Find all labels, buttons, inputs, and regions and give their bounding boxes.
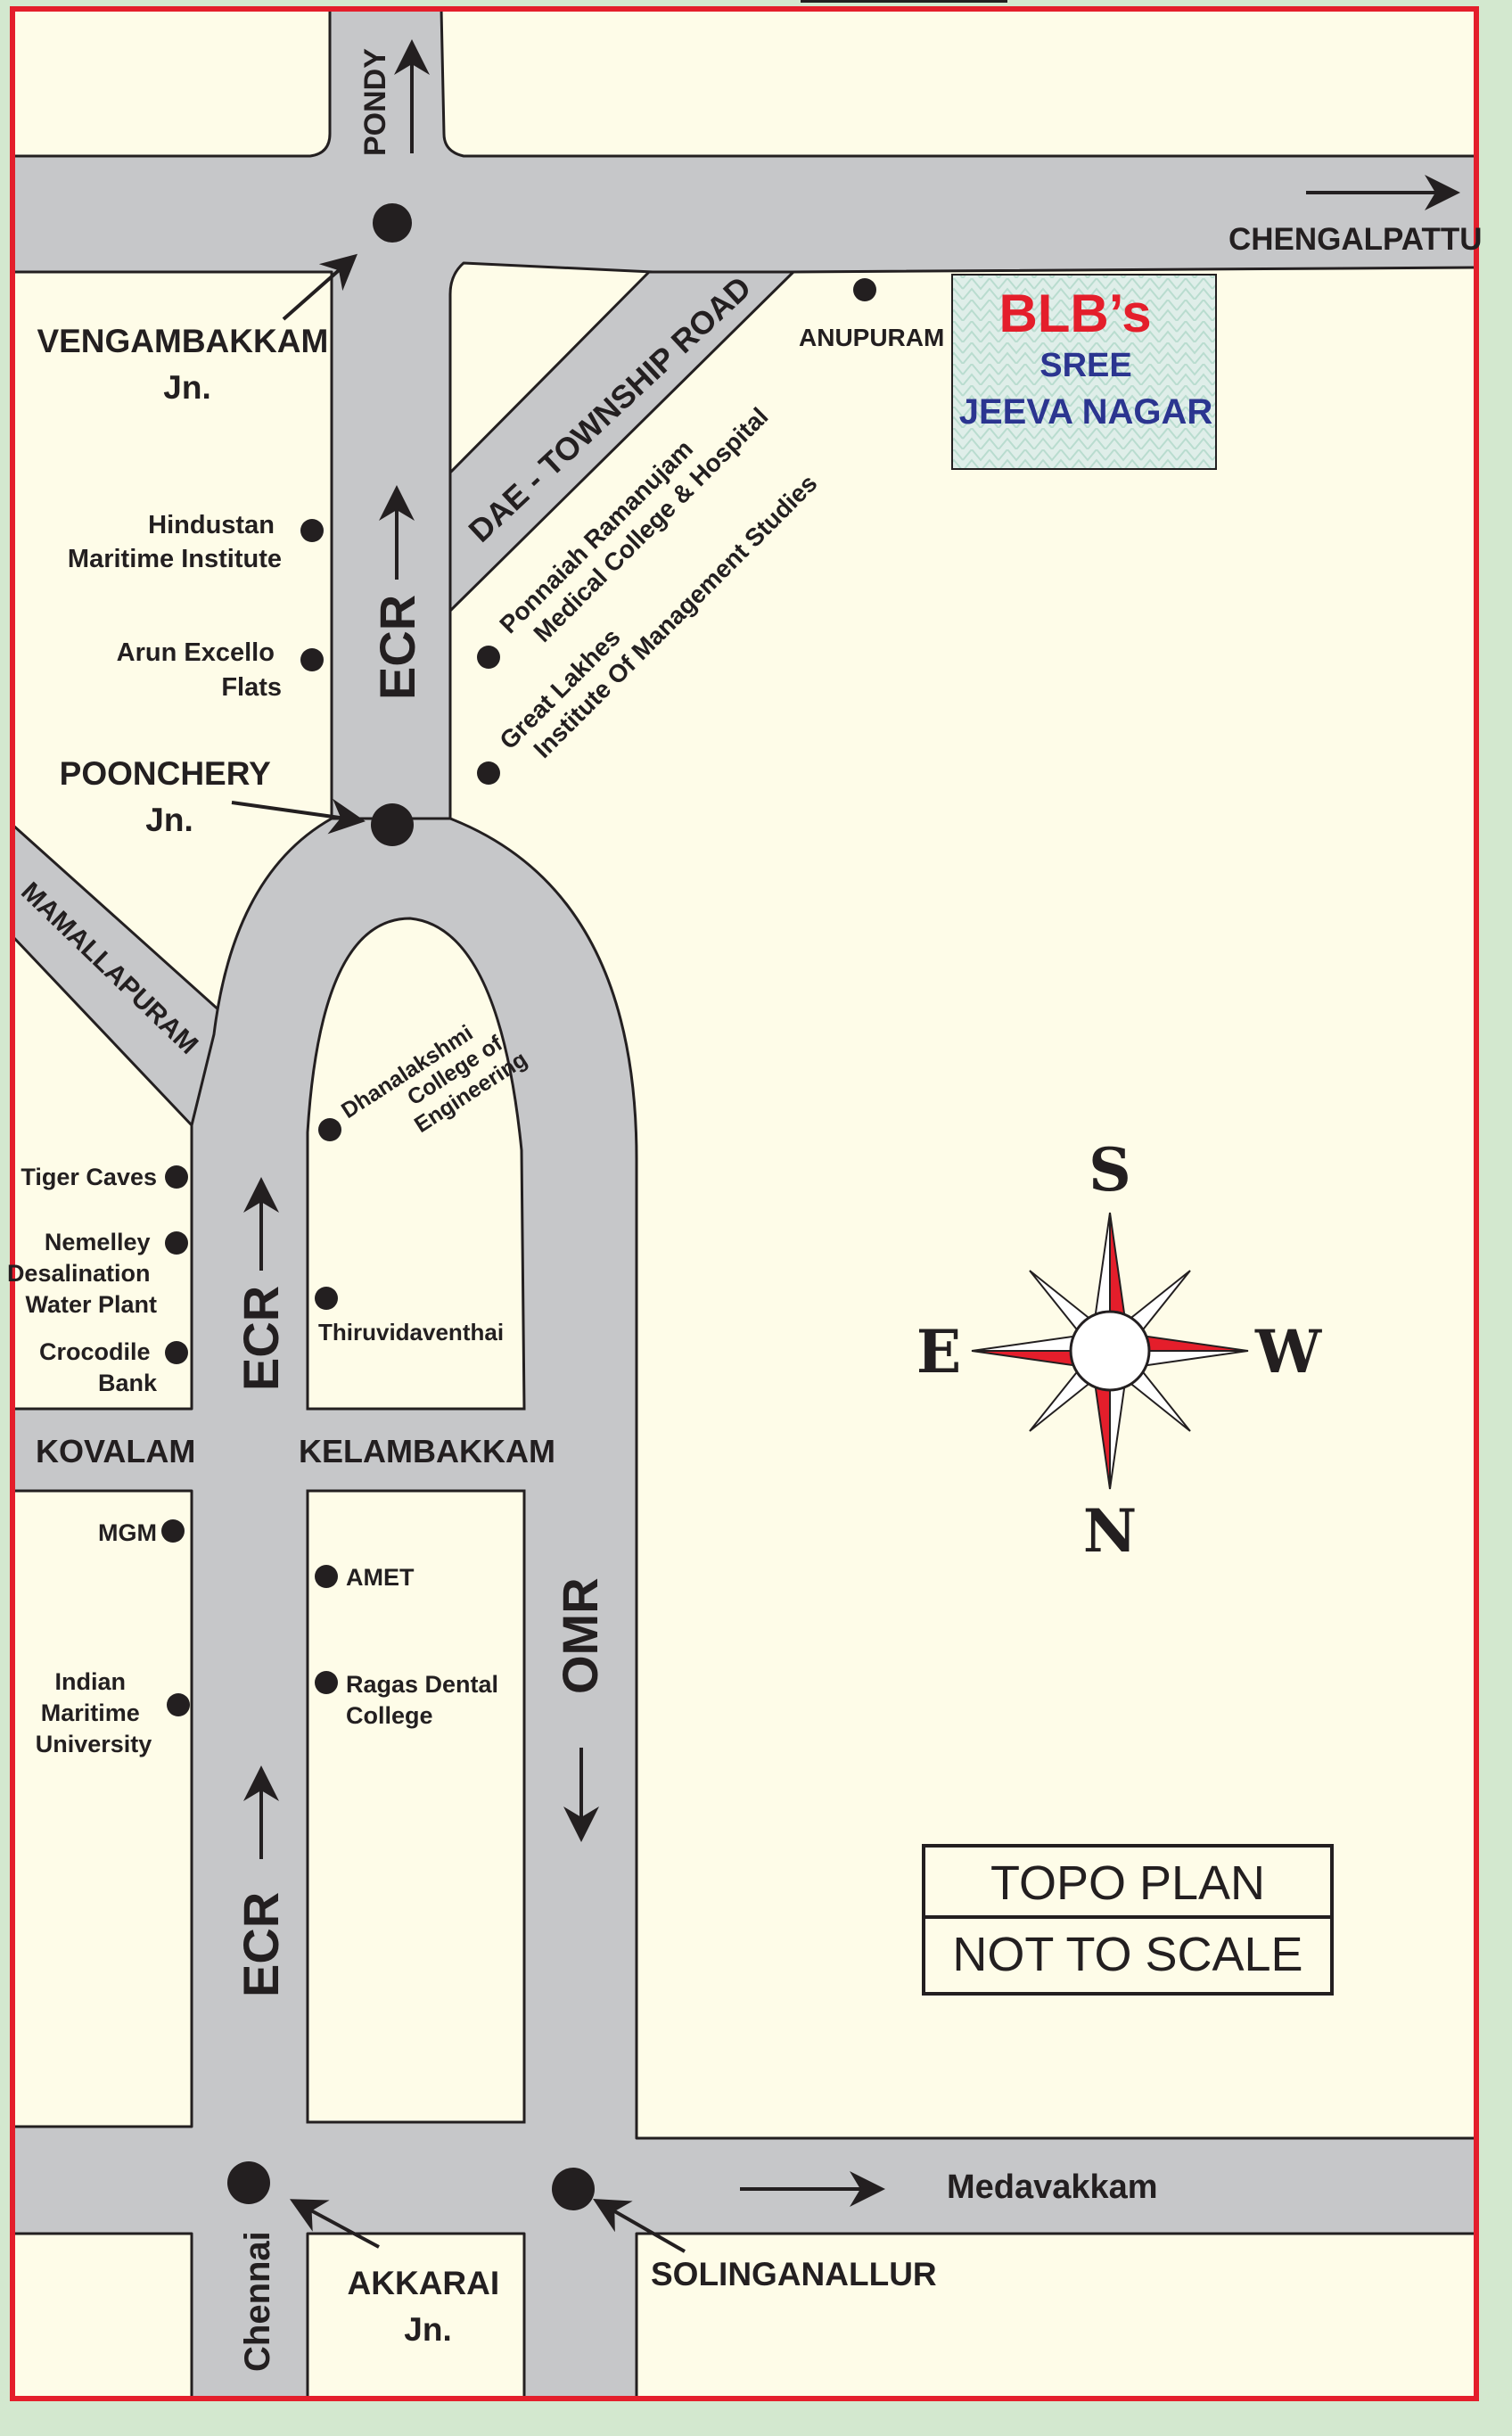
label-pondy: PONDY bbox=[358, 48, 392, 156]
border-frame bbox=[10, 6, 1479, 2401]
dot-nemelley bbox=[165, 1231, 188, 1255]
label-kelambakkam: KELAMBAKKAM bbox=[299, 1433, 555, 1469]
dot-ponnaiah bbox=[477, 646, 500, 669]
label-ecr-upper: ECR bbox=[369, 595, 425, 700]
brand-logo: BLB’s SREE JEEVA NAGAR bbox=[951, 274, 1217, 470]
topo-plan-box: TOPO PLAN NOT TO SCALE bbox=[922, 1844, 1334, 1996]
label-ragas: Ragas Dental College bbox=[346, 1671, 505, 1729]
arrow-solinganallur bbox=[593, 2199, 686, 2253]
label-nemelley: Nemelley Desalination Water Plant bbox=[7, 1229, 157, 1318]
label-chennai: Chennai bbox=[238, 2231, 277, 2372]
land-islands bbox=[306, 917, 526, 2124]
compass-center bbox=[1069, 1310, 1151, 1392]
label-hindustan: Hindustan Maritime Institute bbox=[68, 511, 282, 573]
road-dae-township bbox=[448, 270, 795, 613]
label-thiruvidaventhai: Thiruvidaventhai bbox=[318, 1319, 504, 1346]
dot-hindustan bbox=[300, 519, 324, 542]
label-medavakkam: Medavakkam bbox=[947, 2169, 1158, 2206]
dot-tiger-caves bbox=[165, 1165, 188, 1189]
dot-dhanalakshmi bbox=[318, 1118, 341, 1141]
compass-rose: S N E W bbox=[916, 1135, 1322, 1566]
dot-mgm bbox=[161, 1519, 185, 1543]
label-tiger-caves: Tiger Caves bbox=[21, 1164, 157, 1190]
label-omr: OMR bbox=[552, 1577, 608, 1694]
brand-line3: JEEVA NAGAR bbox=[959, 392, 1213, 432]
label-arun-excello: Arun Excello Flats bbox=[117, 638, 282, 702]
dot-akkarai bbox=[227, 2161, 270, 2204]
dot-great-lakhes bbox=[477, 761, 500, 785]
brand-logo-box bbox=[951, 274, 1217, 470]
arrow-akkarai bbox=[289, 2199, 380, 2249]
dot-crocodile bbox=[165, 1341, 188, 1364]
label-anupuram: ANUPURAM bbox=[799, 324, 944, 351]
topo-line1: TOPO PLAN bbox=[990, 1856, 1265, 1910]
arrow-poonchery bbox=[231, 798, 366, 835]
brand-line2: SREE bbox=[1040, 347, 1131, 384]
label-vengambakkam: VENGAMBAKKAM Jn. bbox=[37, 323, 337, 406]
island-kelambakkam bbox=[306, 1489, 526, 2124]
dot-thiruvidaventhai bbox=[315, 1287, 338, 1310]
topo-line2: NOT TO SCALE bbox=[952, 1928, 1302, 1981]
label-imu: Indian Maritime University bbox=[36, 1668, 152, 1757]
brand-line1: BLB’s bbox=[998, 284, 1151, 343]
dot-arun-excello bbox=[300, 648, 324, 671]
island-thiruvidaventhai bbox=[306, 917, 526, 1411]
compass-right: W bbox=[1254, 1317, 1322, 1387]
dot-amet bbox=[315, 1565, 338, 1588]
dot-ragas bbox=[315, 1671, 338, 1694]
label-crocodile: Crocodile Bank bbox=[39, 1338, 158, 1396]
dot-vengambakkam bbox=[373, 203, 412, 243]
label-amet: AMET bbox=[346, 1564, 415, 1591]
dot-poonchery bbox=[371, 803, 414, 846]
label-poonchery: POONCHERY Jn. bbox=[60, 755, 280, 838]
label-chengalpattu: CHENGALPATTU bbox=[1228, 222, 1483, 257]
label-ecr-lower: ECR bbox=[233, 1892, 289, 1997]
compass-top: S bbox=[1089, 1135, 1131, 1205]
label-ecr-middle: ECR bbox=[233, 1286, 289, 1391]
dot-solinganallur bbox=[552, 2168, 595, 2210]
label-akkarai: AKKARAI Jn. bbox=[348, 2265, 509, 2348]
label-kovalam: KOVALAM bbox=[36, 1433, 195, 1469]
compass-left: E bbox=[916, 1317, 961, 1387]
compass-bottom: N bbox=[1083, 1496, 1137, 1566]
dot-imu bbox=[167, 1693, 190, 1716]
dot-anupuram bbox=[853, 278, 876, 301]
label-mgm: MGM bbox=[98, 1519, 157, 1546]
label-solinganallur: SOLINGANALLUR bbox=[651, 2256, 937, 2292]
direction-arrows bbox=[231, 39, 1460, 2253]
junction-dots bbox=[227, 203, 595, 2210]
place-dots bbox=[161, 278, 876, 1716]
arrow-vengambakkam bbox=[282, 253, 357, 321]
